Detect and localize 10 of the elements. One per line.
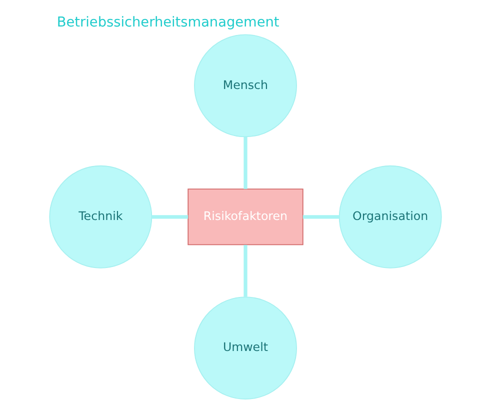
node-circle: Technik xyxy=(48,165,152,268)
node-box: Risikofaktoren xyxy=(187,188,303,246)
node-circle: Umwelt xyxy=(194,296,296,400)
connector xyxy=(243,244,247,297)
node-circle: Mensch xyxy=(194,34,296,138)
connector xyxy=(151,215,188,219)
diagram-title: Betriebssicherheitsmanagement xyxy=(56,14,279,30)
connector xyxy=(302,215,339,219)
node-circle: Organisation xyxy=(338,165,442,268)
connector xyxy=(243,137,247,190)
